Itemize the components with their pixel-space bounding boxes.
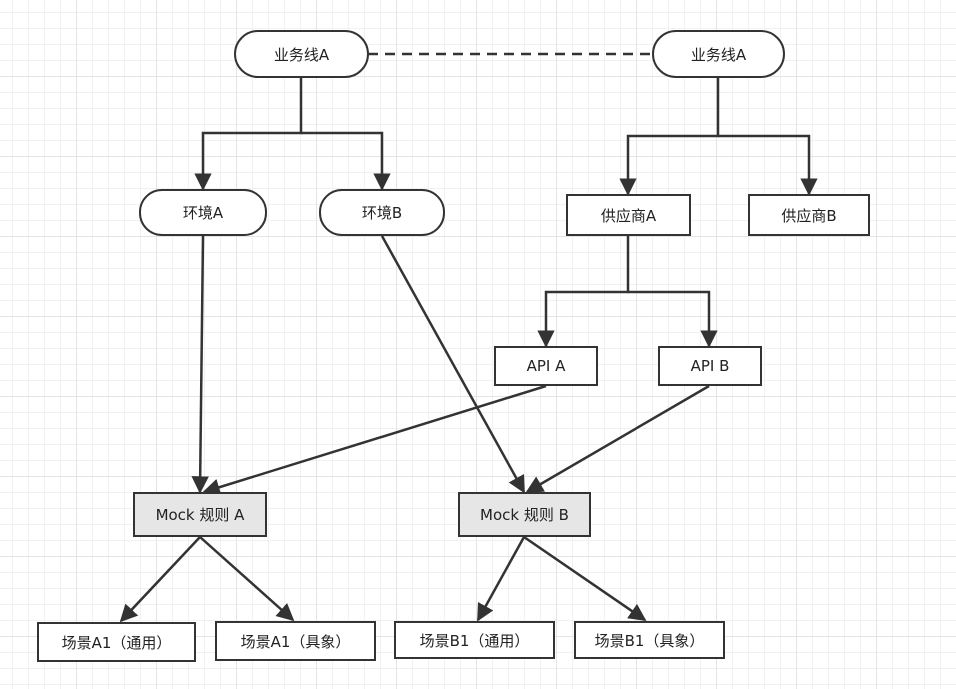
edge-biz-to-env-b (301, 131, 391, 191)
node-environment-a[interactable]: 环境A (139, 189, 267, 236)
node-business-line-a-right[interactable]: 业务线A (652, 30, 785, 78)
edge-api-a-to-mock-a (202, 384, 547, 496)
edge-biz-to-vendor-b (718, 134, 818, 196)
edge-biz-to-vendor-a (619, 78, 720, 196)
edge-mock-a-to-scene-a1-general (119, 536, 201, 623)
node-vendor-a[interactable]: 供应商A (566, 194, 691, 236)
edge-mock-a-to-scene-a1-specific (199, 536, 295, 622)
node-scene-a1-specific[interactable]: 场景A1（具象） (215, 621, 376, 661)
edge-env-a-to-mock-a (191, 235, 209, 494)
edge-vendor-to-api-a (537, 236, 630, 348)
edge-biz-to-env-a (194, 78, 303, 191)
node-api-b[interactable]: API B (658, 346, 762, 386)
node-scene-b1-specific[interactable]: 场景B1（具象） (574, 621, 725, 659)
edge-api-b-to-mock-b (525, 384, 710, 494)
node-vendor-b[interactable]: 供应商B (748, 194, 870, 236)
edge-env-b-to-mock-b (380, 235, 526, 494)
node-mock-rule-a[interactable]: Mock 规则 A (133, 492, 267, 537)
node-environment-b[interactable]: 环境B (319, 189, 445, 236)
node-api-a[interactable]: API A (494, 346, 598, 386)
edge-mock-b-to-scene-b1-specific (523, 535, 647, 622)
edge-mock-b-to-scene-b1-general (476, 536, 526, 622)
node-mock-rule-b[interactable]: Mock 规则 B (458, 492, 591, 537)
node-scene-a1-general[interactable]: 场景A1（通用） (37, 622, 196, 662)
node-business-line-a-left[interactable]: 业务线A (234, 30, 369, 78)
node-scene-b1-general[interactable]: 场景B1（通用） (394, 621, 555, 659)
edge-vendor-to-api-b (628, 290, 718, 348)
